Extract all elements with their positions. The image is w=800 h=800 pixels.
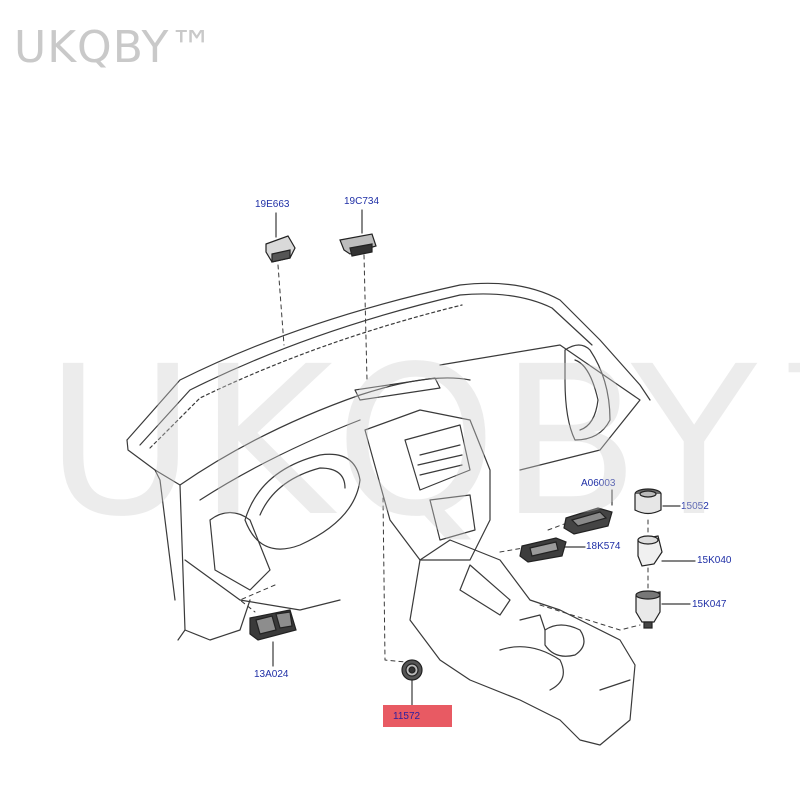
part-11572-socket <box>401 659 423 681</box>
dashboard-top-inner <box>139 293 593 446</box>
leader-18K574 <box>499 547 524 553</box>
center-stack <box>364 409 491 561</box>
part-19C734-sensor <box>339 233 377 257</box>
part-15K047-socket <box>635 590 661 629</box>
leader-13A024 <box>239 584 276 613</box>
part-A06003-switch <box>563 507 613 535</box>
callout-19C734: 19C734 <box>344 196 380 207</box>
right-air-vent <box>564 344 611 441</box>
dashboard-top-outline <box>126 282 651 441</box>
callout-A06003: A06003 <box>581 478 616 489</box>
console-cupholder <box>544 624 585 657</box>
part-19E663-sensor <box>265 235 296 263</box>
callout-18K574: 18K574 <box>586 541 621 552</box>
leader-15K047 <box>539 604 641 631</box>
dashboard-stitch-line <box>149 304 463 449</box>
leader-11572 <box>382 497 406 663</box>
callout-11572-highlighted: 11572 <box>383 705 452 727</box>
brand-logo-text: UKQBY™ <box>14 22 215 73</box>
callout-13A024: 13A024 <box>254 669 289 680</box>
part-18K574-module <box>519 537 567 563</box>
leader-19E663 <box>277 264 285 346</box>
callout-19E663: 19E663 <box>255 199 290 210</box>
leader-19C734 <box>363 254 368 381</box>
callout-15K047: 15K047 <box>692 599 727 610</box>
center-console <box>409 539 636 746</box>
callout-15K040: 15K040 <box>697 555 732 566</box>
part-15K040-socket <box>637 535 663 567</box>
steering-column <box>244 453 361 550</box>
part-15052-cap <box>634 488 662 515</box>
part-13A024-switch <box>249 609 297 641</box>
dashboard-left-end <box>126 439 186 641</box>
callout-15052: 15052 <box>681 501 709 512</box>
